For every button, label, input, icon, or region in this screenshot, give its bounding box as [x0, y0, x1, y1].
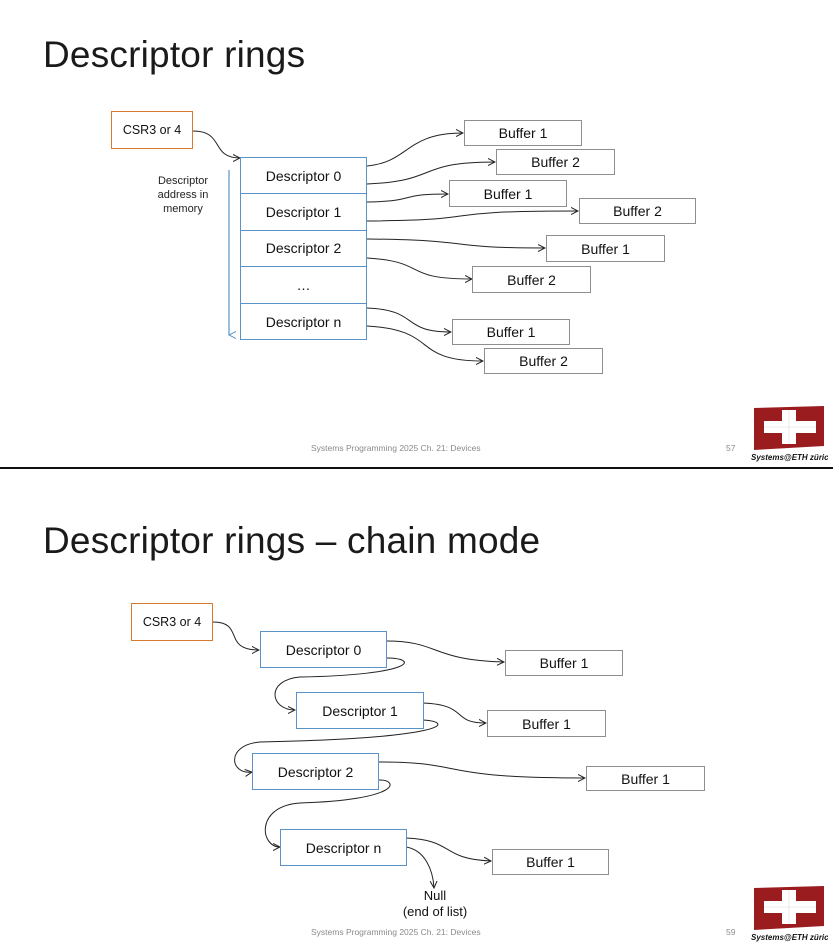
slide-title: Descriptor rings – chain mode — [43, 520, 541, 561]
arrow-dn-buffer1 — [366, 307, 451, 332]
descriptor-n: Descriptor n — [265, 313, 342, 330]
csr-register-box: CSR3 or 4 — [131, 603, 213, 641]
arrow-csr-to-descriptor-0 — [212, 621, 259, 650]
slide-descriptor-rings-chain-mode: Descriptor rings – chain mode — [0, 470, 833, 950]
buffer-box: Buffer 1 — [464, 120, 582, 146]
arrow-d2-buffer1 — [366, 238, 545, 248]
descriptor-0: Descriptor 0 — [260, 631, 387, 668]
descriptor-1: Descriptor 1 — [296, 692, 424, 729]
arrow-dn-null — [405, 846, 434, 888]
arrow-d1-buffer1 — [366, 194, 448, 203]
arrow-d1-buffer — [422, 702, 486, 723]
descriptor-address-label: Descriptor address in memory — [157, 175, 209, 215]
logo-text: Systems@ETH zürich — [751, 453, 828, 462]
descriptor-1: Descriptor 1 — [241, 194, 366, 231]
descriptor-n: Descriptor n — [280, 829, 407, 866]
arrow-d1-buffer2 — [366, 211, 578, 222]
buffer-box: Buffer 2 — [496, 149, 615, 175]
slide-title: Descriptor rings — [43, 34, 306, 75]
logo-text: Systems@ETH zürich — [751, 933, 828, 942]
descriptor-0: Descriptor 0 — [241, 158, 366, 195]
descriptor-ellipsis: … — [241, 267, 366, 304]
slide-divider — [0, 467, 833, 469]
arrow-dn-buffer — [405, 837, 491, 861]
slide-footer: Systems Programming 2025 Ch. 21: Devices — [311, 443, 481, 453]
buffer-box: Buffer 1 — [546, 235, 665, 262]
buffer-box: Buffer 1 — [449, 180, 567, 207]
systems-eth-logo: Systems@ETH zürich — [751, 406, 828, 462]
buffer-box: Buffer 1 — [452, 319, 570, 345]
csr-label: CSR3 or 4 — [122, 123, 182, 137]
systems-eth-logo: Systems@ETH zürich — [751, 886, 828, 942]
arrow-d2-buffer — [378, 761, 585, 778]
buffer-box: Buffer 1 — [492, 849, 609, 875]
buffer-box: Buffer 2 — [579, 198, 696, 224]
page-number: 59 — [726, 927, 736, 937]
end-of-list-label: (end of list) — [402, 904, 468, 919]
page-number: 57 — [726, 443, 736, 453]
buffer-box: Buffer 2 — [472, 266, 591, 293]
buffer-box: Buffer 1 — [487, 710, 606, 737]
arrow-d0-buffer1 — [366, 133, 463, 167]
descriptor-2: Descriptor 2 — [252, 753, 379, 790]
buffer-box: Buffer 1 — [586, 766, 705, 791]
arrow-d0-buffer — [385, 640, 504, 662]
null-label: Null — [423, 888, 447, 903]
csr-register-box: CSR3 or 4 — [111, 111, 193, 149]
buffer-box: Buffer 2 — [484, 348, 603, 374]
arrow-csr-to-descriptor-0 — [192, 130, 240, 158]
arrow-d2-buffer2 — [366, 257, 472, 279]
slide-descriptor-rings: Descriptor rings — [0, 0, 833, 468]
null-end-of-list-label: Null (end of list) — [390, 888, 480, 920]
slide-footer: Systems Programming 2025 Ch. 21: Devices — [311, 927, 481, 937]
buffer-box: Buffer 1 — [505, 650, 623, 676]
descriptor-ring: Descriptor 0 Descriptor 1 Descriptor 2 …… — [240, 157, 367, 340]
csr-label: CSR3 or 4 — [142, 615, 202, 629]
descriptor-2: Descriptor 2 — [241, 231, 366, 268]
